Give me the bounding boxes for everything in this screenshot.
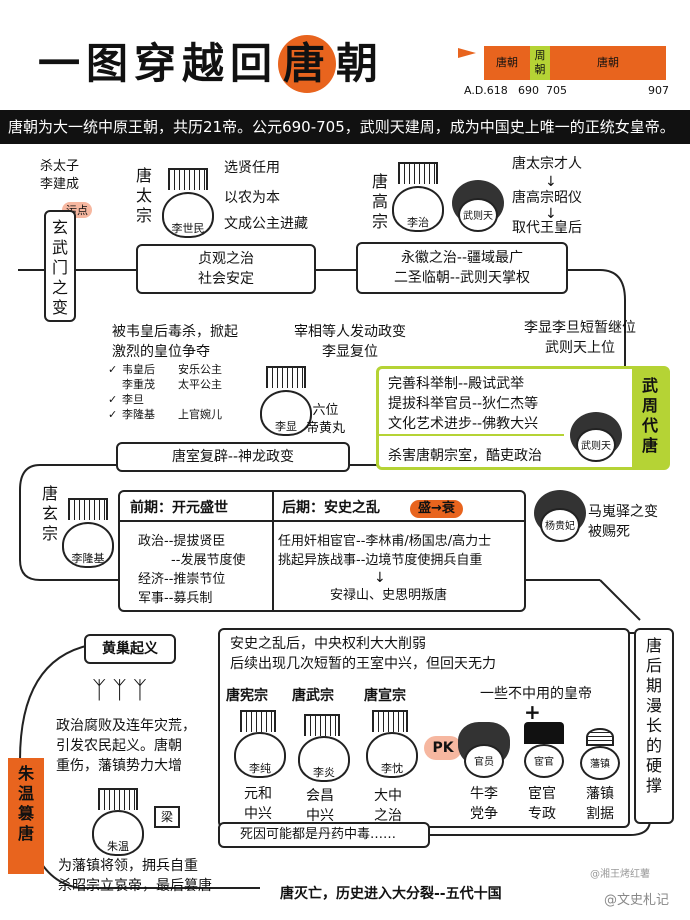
zhenguan-era: 贞观之治 社会安定: [136, 244, 316, 294]
xuanzong2-title: 唐宣宗: [364, 688, 406, 704]
useless-emperors: 一些不中用的皇帝: [480, 686, 592, 702]
xuanzong2-desc: 大中 之治: [374, 788, 402, 824]
kaiyuan-details: 政治--提拔贤臣 --发展节度使 经济--推崇节位 军事--募兵制: [138, 534, 246, 606]
xuanzong-avatar: 李隆基: [62, 522, 114, 568]
title-tang-circle: 唐: [278, 35, 337, 93]
divider: [120, 520, 524, 522]
struggle-names-b: 安乐公主 太平公主 上官婉儿: [178, 363, 222, 421]
intro-banner: 唐朝为大一统中原王朝，共历21帝。公元690-705，武则天建周，成为中国史上唯…: [0, 110, 690, 144]
divider: [272, 492, 274, 610]
taizong-left-note: 杀太子 李建成: [40, 159, 80, 192]
taizong-note-1: 选贤任用: [224, 160, 280, 176]
ending: 唐灭亡，历史进入大分裂--五代十国: [280, 886, 502, 902]
year-907: 907: [648, 84, 669, 97]
wuzhou-label-bg: [632, 368, 668, 468]
wuzetian-avatar-2: 武则天: [576, 428, 616, 462]
official-avatar: 官员: [464, 744, 504, 778]
crown-icon: [98, 788, 138, 810]
xuanzong-label: 唐玄宗: [41, 484, 58, 543]
huangchao-title: 黄巢起义: [84, 634, 176, 664]
divider: [378, 434, 564, 436]
wuzetian-avatar: 武则天: [458, 198, 498, 232]
death-cause: 死因可能都是丹药中毒……: [218, 822, 430, 848]
struggle-names-a: 韦皇后 李重茂 李旦 李隆基: [122, 363, 155, 421]
anshi-details: 任用奸相宦官--李林甫/杨国忠/高力士 挑起异族战事--边境节度使拥兵自重: [278, 534, 492, 568]
crown-icon: [168, 168, 208, 190]
wuzong-title: 唐武宗: [292, 688, 334, 704]
crown-icon: [240, 710, 276, 732]
xianzong-title: 唐宪宗: [226, 688, 268, 704]
late-side: 唐后期漫长的硬撑: [634, 628, 674, 824]
decline-badge: 盛→衰: [410, 500, 463, 518]
anshi-result: 安禄山、史思明叛唐: [330, 588, 448, 603]
zhuwen-text: 为藩镇将领，拥兵自重 杀昭宗立哀帝，最后篡唐: [58, 858, 212, 894]
check-icon: ✓✓: [108, 393, 118, 421]
zhuwen-label: 朱温篡唐: [17, 764, 34, 843]
anshi-title: 后期：安史之乱: [282, 500, 380, 516]
xuanwumen-event: 玄武门之变: [44, 210, 76, 322]
eunuch-avatar: 宦官: [524, 744, 564, 778]
crown-icon: [398, 162, 438, 184]
gaozong-label: 唐高宗: [371, 172, 388, 231]
warlord-avatar: 藩镇: [580, 746, 620, 780]
taizong-note-2: 以农为本: [224, 190, 280, 206]
timeline-zhou: 周朝: [530, 46, 550, 80]
page-title: 一图穿越回唐朝: [38, 30, 384, 93]
wuzhou-intro: 李显李旦短暂继位 武则天上位: [524, 320, 636, 356]
pk-badge: PK: [424, 736, 462, 760]
official-desc: 牛李 党争: [470, 786, 498, 822]
yang-avatar: 杨贵妃: [540, 508, 580, 542]
warlord-desc: 藩镇 割据: [586, 786, 614, 822]
wuzhou-panel: [376, 366, 670, 470]
yang-note: 马嵬驿之变 被赐死: [588, 504, 658, 540]
crown-icon: [266, 366, 306, 388]
xuanzong2-avatar: 李忱: [366, 732, 418, 778]
zhongzong-right: 宰相等人发动政变 李显复位: [294, 324, 406, 360]
warlord-hat: [586, 728, 614, 746]
plus-icon: +: [524, 700, 541, 724]
eunuch-desc: 宦官 专政: [528, 786, 556, 822]
wzt-chain-2: 唐高宗昭仪: [512, 190, 582, 206]
watermark: @文史札记: [604, 893, 670, 908]
crown-icon: [304, 714, 340, 736]
wuzong-avatar: 李炎: [298, 736, 350, 782]
credit: @湘王烤红薯: [590, 869, 650, 880]
wuzhou-label: 武周代唐: [641, 376, 658, 455]
eunuch-hat: [524, 722, 564, 744]
gaozong-avatar: 李治: [392, 186, 444, 232]
late-intro: 安史之乱后，中央权利大大削弱 后续出现几次短暂的王室中兴，但回天无力: [230, 636, 496, 672]
xianzong-desc: 元和 中兴: [244, 786, 272, 822]
arrow-down-icon: ↓: [545, 206, 557, 222]
taizong-label: 唐太宗: [135, 166, 152, 225]
xianzong-avatar: 李纯: [234, 732, 286, 778]
zhuwen-avatar: 朱温: [92, 810, 144, 856]
taizong-avatar: 李世民: [162, 192, 214, 238]
arrow-down-icon: ↓: [545, 174, 557, 190]
zhongzong-avatar: 李显: [260, 390, 312, 436]
crown-icon: [68, 498, 108, 520]
wuzhou-reforms: 完善科举制--殿试武举 提拔科举官员--狄仁杰等 文化艺术进步--佛教大兴: [388, 376, 539, 432]
wzt-chain-3: 取代王皇后: [512, 220, 582, 236]
kaiyuan-title: 前期：开元盛世: [130, 500, 228, 516]
zhuwen-label-bg: [8, 758, 44, 874]
year-618: A.D.618: [464, 84, 508, 97]
arrow-down-icon: ↓: [374, 570, 386, 586]
wzt-chain-1: 唐太宗才人: [512, 156, 582, 172]
zhongzong-note: 六位 帝黄丸: [306, 403, 346, 436]
crown-icon: [372, 710, 408, 732]
taizong-note-3: 文成公主进藏: [224, 216, 308, 232]
peasant-figures-icon: ᛉᛉᛉ: [92, 676, 154, 704]
liang-flag: 梁: [154, 806, 180, 828]
zhongzong-left: 被韦皇后毒杀，掀起 激烈的皇位争夺: [112, 324, 238, 360]
arrow-icon: [458, 48, 476, 58]
year-705: 705: [546, 84, 567, 97]
timeline-tang-late: 唐朝: [550, 46, 666, 80]
shenlong-event: 唐室复辟--神龙政变: [116, 442, 350, 472]
yonghui-era: 永徽之治--疆域最广 二圣临朝--武则天掌权: [356, 242, 568, 294]
year-690: 690: [518, 84, 539, 97]
huangchao-text: 政治腐败及连年灾荒， 引发农民起义。唐朝 重伤，藩镇势力大增: [56, 718, 196, 774]
timeline-tang-early: 唐朝: [484, 46, 530, 80]
wuzong-desc: 会昌 中兴: [306, 788, 334, 824]
wuzhou-cruel: 杀害唐朝宗室，酷吏政治: [388, 448, 542, 464]
